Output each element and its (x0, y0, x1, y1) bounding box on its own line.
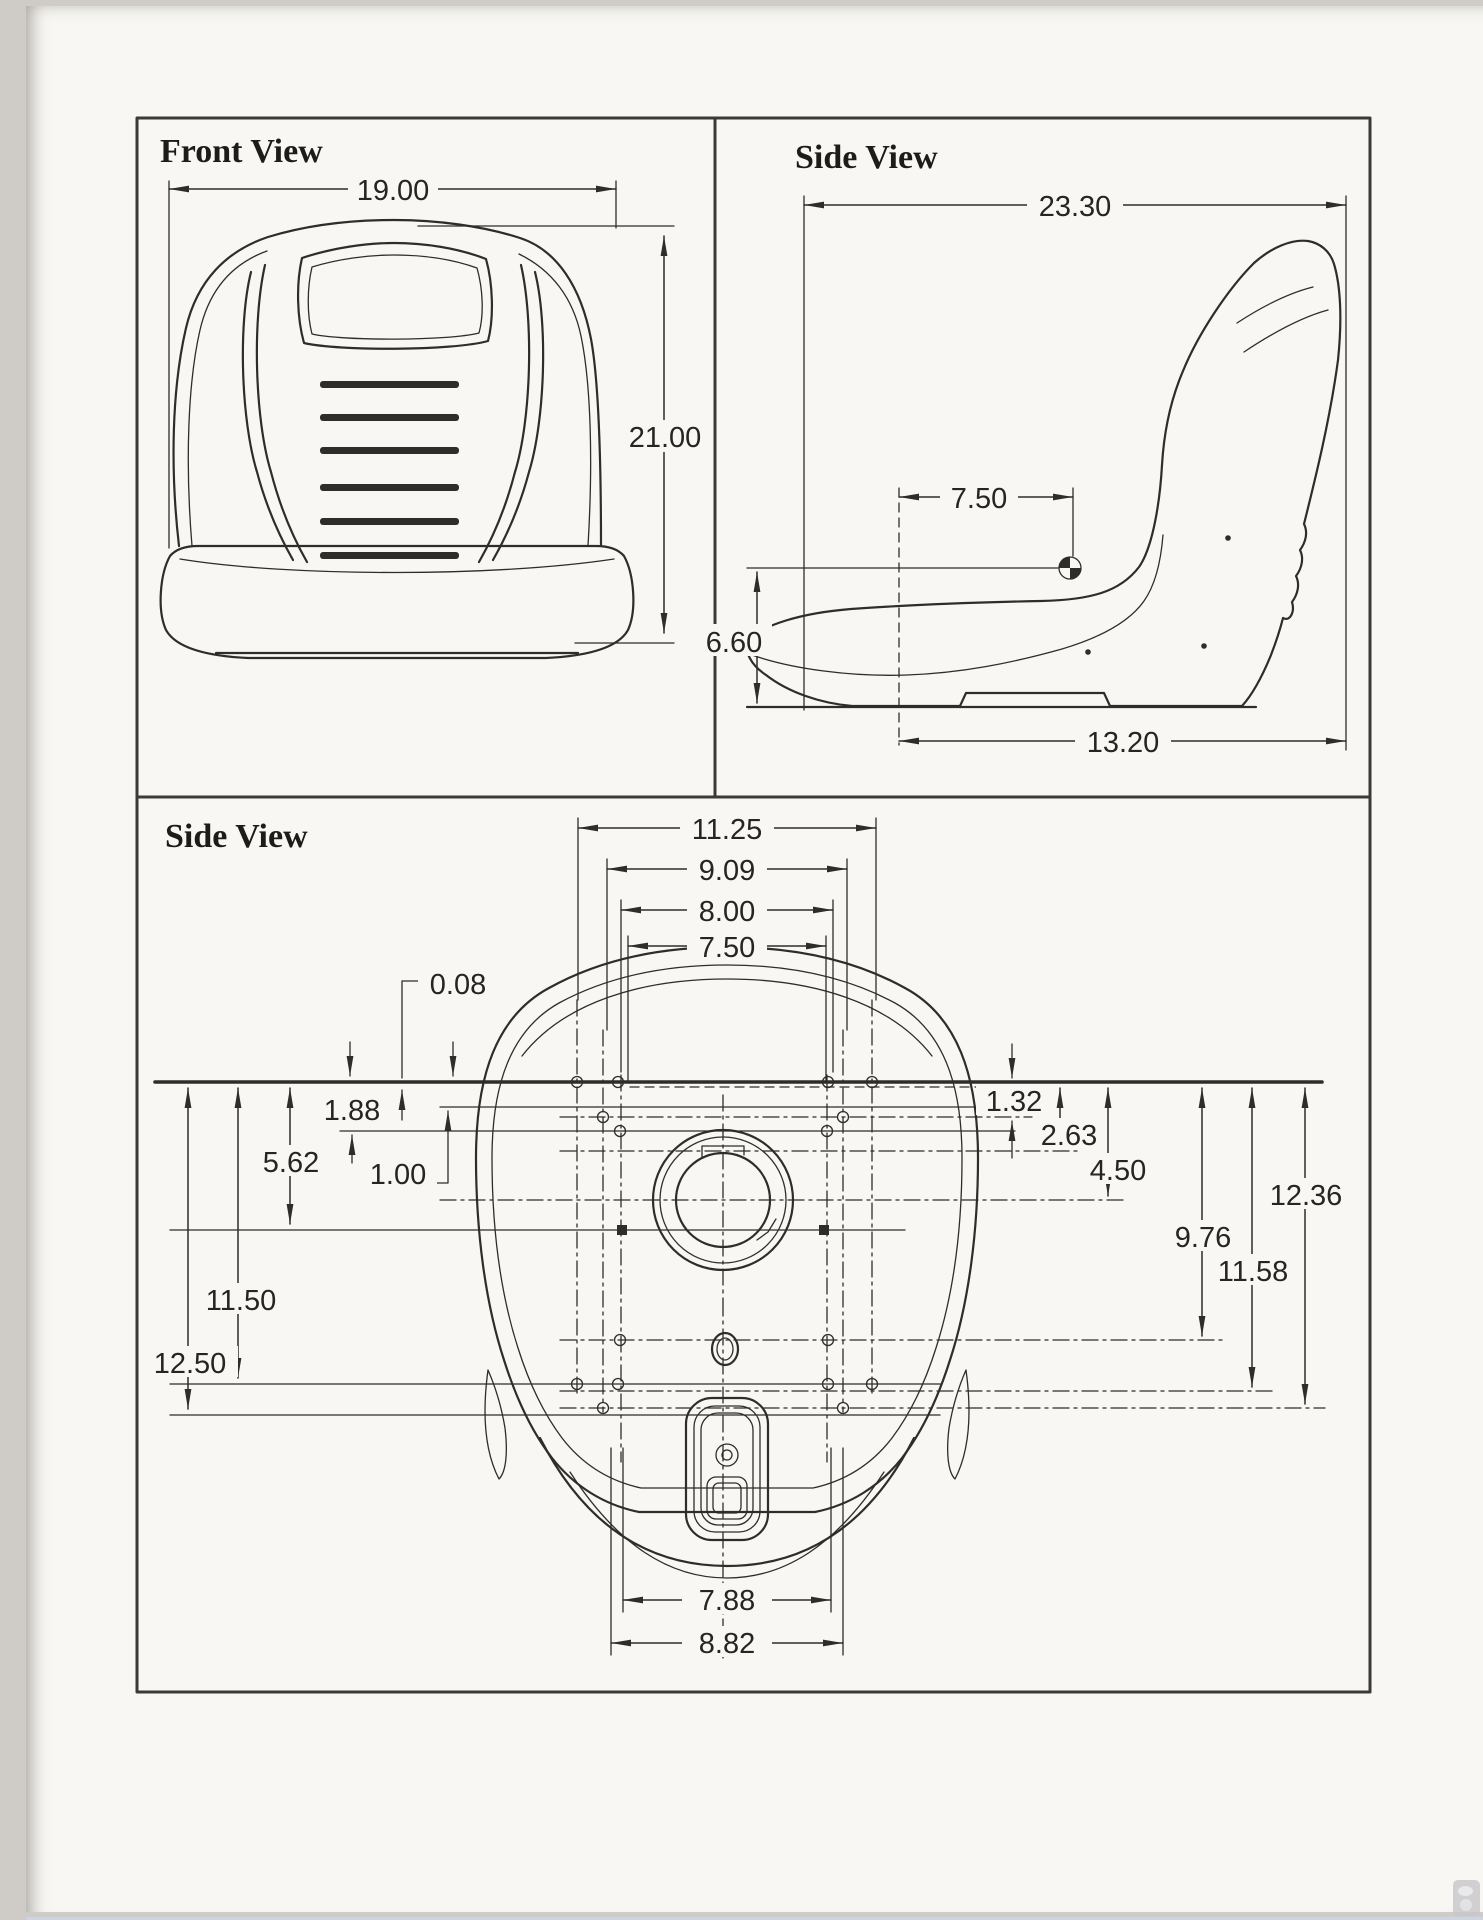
stitch-dot (1225, 535, 1231, 541)
side-seat-profile (745, 239, 1342, 708)
front-height-dimension: 21.00 (417, 225, 711, 644)
side-profile-seam (751, 534, 1164, 676)
dim-side-height: 6.60 (706, 627, 762, 659)
side-base-dimension: 13.20 (898, 724, 1347, 759)
dim-side-pivot: 7.50 (951, 483, 1007, 515)
dim-12-50: 12.50 (154, 1348, 227, 1380)
headrest-inner (307, 254, 483, 340)
latch-assembly (684, 1331, 770, 1542)
side-profile-outline (745, 239, 1342, 708)
dim-8-00: 8.00 (699, 896, 755, 928)
bottom-view-title: Side View (165, 818, 308, 855)
pan-top-arc (521, 978, 933, 1057)
stitch-dot (1085, 649, 1091, 655)
drawing-frame (135, 116, 1372, 1694)
seat-cushion-seam (179, 558, 615, 574)
mount-square (617, 1225, 627, 1235)
scan-watermark-icon (1453, 1880, 1480, 1916)
dim-2-63: 2.63 (1041, 1120, 1097, 1152)
bottom-view-panel: Side View (142, 812, 1353, 1660)
stitch-dot (1201, 643, 1207, 649)
dim-4-50: 4.50 (1090, 1155, 1146, 1187)
dim-8-82: 8.82 (699, 1628, 755, 1660)
dim-side-overall: 23.30 (1039, 191, 1112, 223)
bolster-stripe-left-inner (255, 263, 309, 564)
wing-right (947, 1369, 970, 1480)
headrest-outline (296, 241, 494, 350)
dim-1-88: 1.88 (324, 1095, 380, 1127)
dim-11-50: 11.50 (206, 1285, 276, 1317)
dim-7-88: 7.88 (699, 1585, 755, 1617)
side-view-title: Side View (795, 139, 938, 176)
dim-0-08: 0.08 (430, 969, 486, 1001)
bolster-stripe-left-outer (241, 270, 295, 562)
bumper-arc-outer (538, 1436, 916, 1568)
pan-outer (474, 945, 980, 1514)
bolt-holes (570, 1075, 879, 1415)
side-height-dimension: 6.60 (696, 571, 772, 704)
seat-back-inner-right (518, 253, 592, 547)
dim-9-09: 9.09 (699, 855, 755, 887)
bottom-view-bottom-dimensions: 7.88 8.82 (610, 1447, 844, 1660)
bolster-stripe-right-outer (491, 270, 545, 562)
backrest-ribs (320, 381, 459, 559)
dim-11-25: 11.25 (692, 814, 762, 846)
outer-border (135, 116, 1372, 1694)
bolster-stripe-right-inner (477, 263, 531, 564)
suspension-hub (651, 1094, 795, 1301)
dim-9-76: 9.76 (1175, 1222, 1231, 1254)
side-headrest-stripe-1 (1236, 286, 1314, 324)
dim-1-00: 1.00 (370, 1159, 426, 1191)
scan-edge-artifact (26, 1917, 1483, 1920)
front-width-dimension: 19.00 (168, 172, 617, 549)
seat-back-inner-left (187, 250, 268, 547)
seat-back-outline (172, 218, 603, 548)
side-overall-dimension: 23.30 (803, 188, 1347, 751)
bumper-arc-inner (569, 1471, 885, 1579)
side-view-panel: Side View 23.30 7.50 (696, 139, 1347, 759)
seat-pan-outline (474, 945, 980, 1579)
dim-front-height: 21.00 (629, 422, 702, 454)
side-headrest-stripe-2 (1243, 309, 1329, 353)
dim-side-base: 13.20 (1087, 727, 1160, 759)
dim-7-50-pattern: 7.50 (699, 932, 755, 964)
bottom-view-left-dimensions: 0.08 1.88 1.00 5.62 11.50 12.50 (142, 967, 498, 1410)
hub-keyway-side (756, 1218, 777, 1241)
side-pivot-dimension: 7.50 (898, 480, 1074, 746)
dim-5-62: 5.62 (263, 1147, 319, 1179)
seat-cushion-outline (159, 544, 635, 660)
dim-11-58: 11.58 (1218, 1256, 1288, 1288)
dim-front-width: 19.00 (357, 175, 430, 207)
front-view-panel: Front View (159, 133, 711, 660)
bottom-view-top-dimensions: 11.25 9.09 8.00 7.50 (577, 812, 877, 1083)
mount-square (819, 1225, 829, 1235)
bottom-view-right-dimensions: 1.32 2.63 4.50 9.76 11.58 12.36 (976, 1043, 1353, 1405)
dim-1-32: 1.32 (986, 1086, 1042, 1118)
pivot-datum-symbol (746, 556, 1082, 580)
front-seat-back (159, 218, 635, 660)
pan-inner (491, 964, 963, 1489)
front-view-title: Front View (160, 133, 323, 170)
dim-12-36: 12.36 (1270, 1180, 1343, 1212)
wing-left (484, 1369, 507, 1480)
